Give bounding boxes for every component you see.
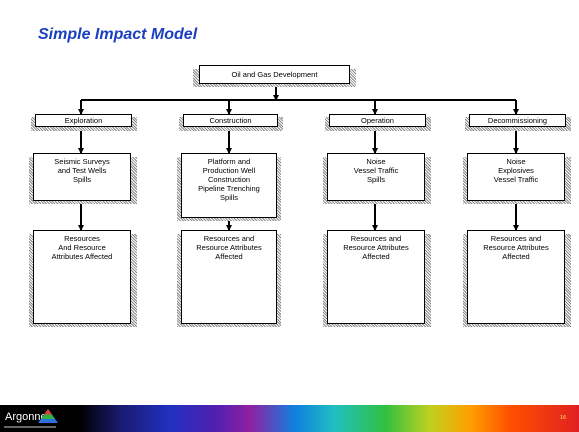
logo-underline	[4, 426, 56, 428]
activity-box-decommissioning: Noise Explosives Vessel Traffic	[467, 153, 565, 201]
activity-box-exploration: Seismic Surveys and Test Wells Spills	[33, 153, 131, 201]
phase-box-operation: Operation	[329, 114, 426, 127]
effect-box-exploration: Resources And Resource Attributes Affect…	[33, 230, 131, 324]
root-box: Oil and Gas Development	[199, 65, 350, 84]
slide: Simple Impact Model Oil and Gas Developm…	[0, 0, 579, 405]
connector-lines	[78, 86, 519, 231]
phase-box-exploration: Exploration	[35, 114, 132, 127]
slide-title: Simple Impact Model	[38, 26, 198, 43]
page-number: 16	[560, 415, 567, 421]
effect-box-operation: Resources and Resource Attributes Affect…	[327, 230, 425, 324]
activity-box-construction: Platform and Production Well Constructio…	[181, 153, 277, 218]
argonne-logo-icon	[38, 409, 58, 423]
phase-box-construction: Construction	[183, 114, 278, 127]
effect-box-construction: Resources and Resource Attributes Affect…	[181, 230, 277, 324]
activity-box-operation: Noise Vessel Traffic Spills	[327, 153, 425, 201]
effect-box-decommissioning: Resources and Resource Attributes Affect…	[467, 230, 565, 324]
phase-box-decommissioning: Decommissioning	[469, 114, 566, 127]
argonne-logo-text: Argonne	[5, 411, 47, 423]
footer-bar: Argonne 16	[0, 405, 579, 432]
